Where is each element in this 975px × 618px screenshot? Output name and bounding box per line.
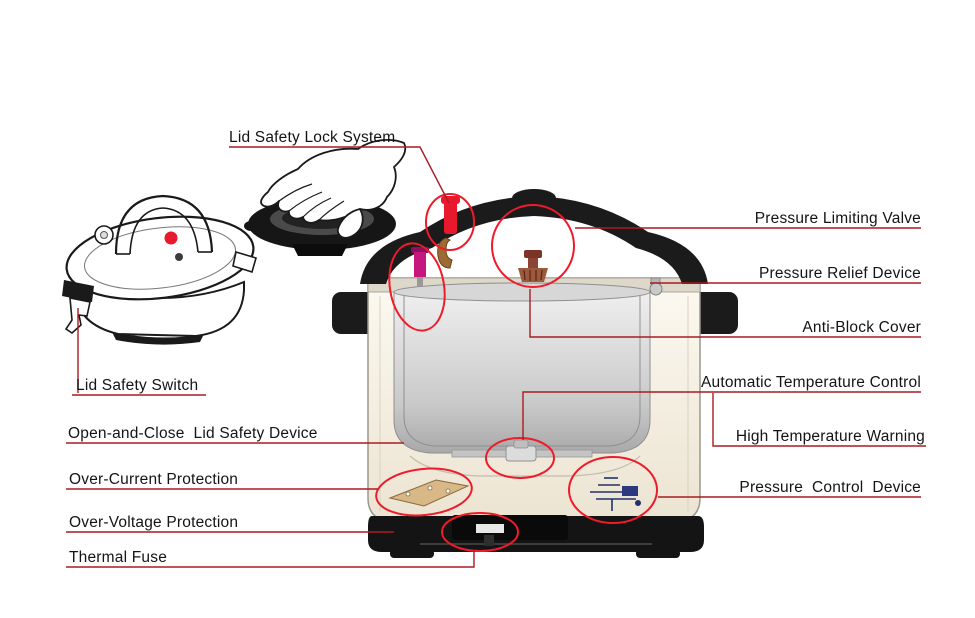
leader-anti-block-cover — [529, 289, 921, 338]
right-rim-handle — [690, 292, 738, 334]
label-lid-safety-lock-system: Lid Safety Lock System — [229, 129, 396, 146]
label-pressure-relief-device: Pressure Relief Device — [758, 265, 921, 282]
label-over-voltage-protection: Over-Voltage Protection — [69, 514, 239, 531]
pressure-control-part — [590, 477, 641, 511]
leader-automatic-temperature-control — [522, 391, 921, 440]
callout-pressure-relief-device — [388, 242, 446, 332]
lock-button — [164, 231, 178, 245]
over-current-pcb — [388, 479, 470, 507]
callout-over-current — [375, 467, 473, 517]
pressure-limiting-valve-part — [518, 250, 548, 282]
leader-thermal-fuse — [66, 550, 475, 568]
cooker-open-lid-view — [62, 194, 257, 345]
cooker-cross-section — [332, 189, 738, 558]
callout-thermal-fuse — [441, 512, 519, 552]
callout-pressure-control-device — [568, 456, 658, 524]
inner-pot — [393, 282, 651, 454]
callout-pressure-limiting-valve — [491, 204, 575, 288]
lid-handle — [114, 194, 214, 255]
temperature-sensor — [451, 439, 593, 462]
callout-lid-safety-lock — [425, 193, 475, 251]
left-handle — [62, 280, 94, 302]
leader-lid-safety-lock — [229, 146, 450, 204]
leader-lines — [66, 146, 926, 568]
cooker-base — [368, 515, 704, 558]
label-over-current-protection: Over-Current Protection — [69, 471, 239, 488]
label-pressure-limiting-valve: Pressure Limiting Valve — [754, 210, 921, 227]
label-lid-safety-switch: Lid Safety Switch — [76, 377, 199, 394]
label-pressure-control-device: Pressure Control Device — [739, 479, 921, 496]
label-thermal-fuse: Thermal Fuse — [69, 549, 168, 566]
hand-with-lid — [244, 138, 407, 256]
hand — [260, 138, 407, 239]
relief-device-part — [649, 277, 663, 296]
thermal-fuse-part — [476, 524, 504, 533]
label-open-and-close-lid-safety-device: Open-and-Close Lid Safety Device — [68, 425, 318, 442]
anti-block-cover-part — [518, 268, 548, 282]
lid-lock-pin — [437, 196, 460, 269]
label-high-temperature-warning: High Temperature Warning — [735, 428, 925, 445]
callout-circles — [375, 193, 658, 552]
leader-high-temperature-warning — [712, 393, 926, 447]
callout-temperature-control — [485, 437, 555, 479]
label-automatic-temperature-control: Automatic Temperature Control — [700, 374, 921, 391]
label-anti-block-cover: Anti-Block Cover — [802, 319, 921, 336]
pressure-relief-pin — [411, 247, 429, 286]
